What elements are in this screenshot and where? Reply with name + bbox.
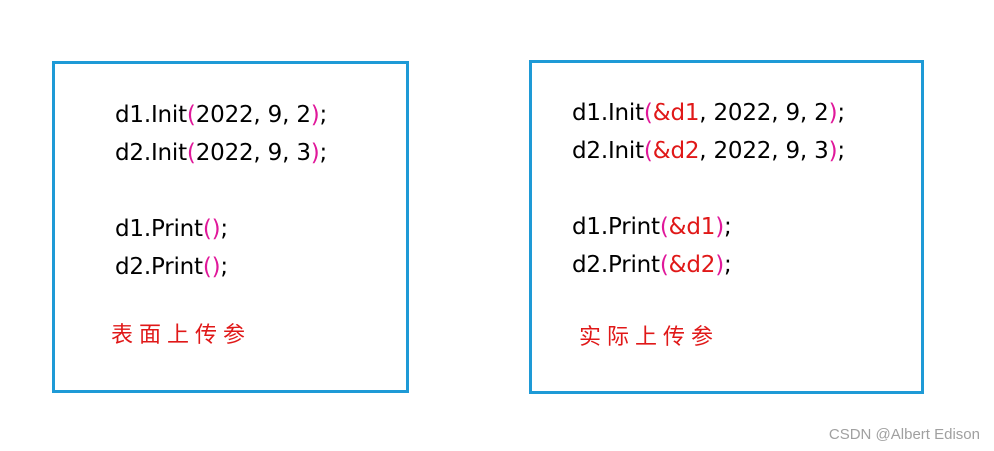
code-token: ; — [319, 140, 328, 166]
parenthesis-token: ) — [310, 140, 320, 166]
code-token: ; — [220, 216, 228, 242]
code-token: ; — [724, 252, 732, 278]
code-line: d1.Init(2022, 9, 2); — [115, 96, 327, 134]
parenthesis-token: ( — [659, 252, 669, 278]
address-argument-token: &d2 — [668, 252, 716, 278]
code-token: d1.Print — [115, 216, 203, 242]
right-panel: d1.Init(&d1, 2022, 9, 2);d2.Init(&d2, 20… — [529, 60, 924, 394]
parenthesis-token: () — [202, 254, 221, 280]
parenthesis-token: ) — [310, 102, 320, 128]
code-line: d2.Init(2022, 9, 3); — [115, 134, 327, 172]
right-code-block: d1.Init(&d1, 2022, 9, 2);d2.Init(&d2, 20… — [572, 94, 845, 284]
parenthesis-token: ) — [715, 252, 724, 278]
code-token: 2022, 9, 2 — [195, 102, 311, 128]
left-code-block: d1.Init(2022, 9, 2);d2.Init(2022, 9, 3);… — [115, 96, 327, 286]
code-token: ; — [837, 100, 845, 126]
code-line: d1.Print(); — [115, 210, 327, 248]
code-line: d2.Print(&d2); — [572, 246, 845, 284]
blank-line — [572, 170, 845, 208]
code-token: , 2022, 9, 2 — [699, 100, 829, 126]
code-token: ; — [319, 102, 328, 128]
code-token: d1.Init — [115, 102, 187, 128]
code-line: d2.Init(&d2, 2022, 9, 3); — [572, 132, 845, 170]
right-caption: 实际上传参 — [579, 325, 720, 350]
code-token: d2.Init — [115, 140, 187, 166]
code-token: ; — [724, 214, 732, 240]
parenthesis-token: () — [202, 216, 221, 242]
left-panel: d1.Init(2022, 9, 2);d2.Init(2022, 9, 3);… — [52, 61, 409, 393]
code-token: , 2022, 9, 3 — [699, 138, 829, 164]
watermark: CSDN @Albert Edison — [828, 426, 980, 443]
code-line: d2.Print(); — [115, 248, 327, 286]
parenthesis-token: ( — [643, 138, 653, 164]
code-token: d1.Init — [572, 100, 644, 126]
code-token: d2.Print — [572, 252, 660, 278]
parenthesis-token: ( — [643, 100, 653, 126]
parenthesis-token: ) — [828, 100, 838, 126]
blank-line — [115, 172, 327, 210]
code-token: ; — [220, 254, 228, 280]
code-token: d2.Print — [115, 254, 203, 280]
code-token: ; — [837, 138, 845, 164]
code-line: d1.Init(&d1, 2022, 9, 2); — [572, 94, 845, 132]
parenthesis-token: ( — [659, 214, 669, 240]
code-token: d2.Init — [572, 138, 644, 164]
left-caption: 表面上传参 — [111, 323, 252, 348]
address-argument-token: &d1 — [668, 214, 716, 240]
address-argument-token: &d1 — [652, 100, 700, 126]
parenthesis-token: ( — [186, 102, 196, 128]
parenthesis-token: ( — [186, 140, 196, 166]
code-token: d1.Print — [572, 214, 660, 240]
parenthesis-token: ) — [715, 214, 724, 240]
address-argument-token: &d2 — [652, 138, 700, 164]
code-line: d1.Print(&d1); — [572, 208, 845, 246]
code-token: 2022, 9, 3 — [195, 140, 311, 166]
parenthesis-token: ) — [828, 138, 838, 164]
